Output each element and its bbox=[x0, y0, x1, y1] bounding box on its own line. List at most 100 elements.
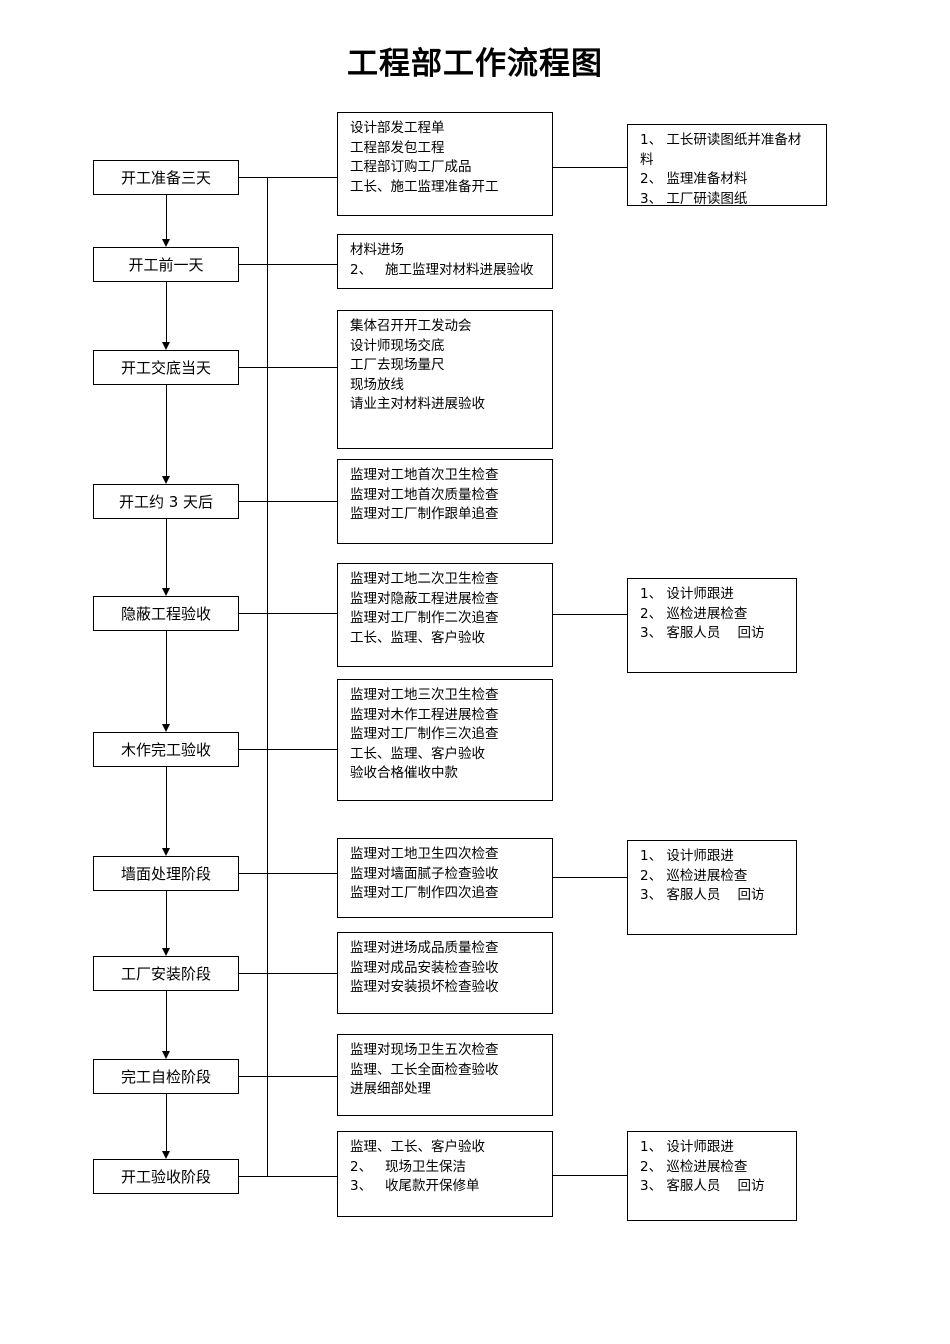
branch-line-9 bbox=[239, 1076, 337, 1077]
task-box-9[interactable]: 监理对现场卫生五次检查 监理、工长全面检查验收 进展细部处理 bbox=[337, 1034, 553, 1116]
trunk-connector-line bbox=[267, 177, 268, 1177]
task-box-8[interactable]: 监理对进场成品质量检查 监理对成品安装检查验收 监理对安装损坏检查验收 bbox=[337, 932, 553, 1014]
followup-line: 1、 设计师跟进 bbox=[640, 586, 734, 602]
task-line: 监理对工地首次卫生检查 bbox=[350, 467, 499, 483]
task-line: 工程部订购工厂成品 bbox=[350, 159, 472, 175]
stage-arrow-line-1-2 bbox=[166, 195, 167, 239]
stage-box-8[interactable]: 工厂安装阶段 bbox=[93, 956, 239, 991]
task-box-10[interactable]: 监理、工长、客户验收 2、 现场卫生保洁 3、 收尾款开保修单 bbox=[337, 1131, 553, 1217]
task-line: 设计部发工程单 bbox=[350, 120, 445, 136]
task-box-2[interactable]: 材料进场 2、 施工监理对材料进展验收 bbox=[337, 234, 553, 289]
followup-line: 3、 客服人员 回访 bbox=[640, 887, 765, 903]
followup-line-3 bbox=[553, 877, 627, 878]
task-line: 监理对墙面腻子检查验收 bbox=[350, 865, 499, 882]
task-box-7[interactable]: 监理对工地卫生四次检查 监理对墙面腻子检查验收 监理对工厂制作四次追查 bbox=[337, 838, 553, 918]
task-line: 现场放线 bbox=[350, 376, 404, 393]
stage-label: 开工验收阶段 bbox=[120, 1167, 211, 1186]
task-line: 验收合格催收中款 bbox=[350, 765, 458, 781]
stage-arrow-line-7-8 bbox=[166, 891, 167, 948]
branch-line-3 bbox=[239, 367, 337, 368]
task-line: 监理对工地卫生四次检查 bbox=[350, 846, 499, 862]
task-line: 工厂去现场量尺 bbox=[350, 357, 445, 373]
stage-box-3[interactable]: 开工交底当天 bbox=[93, 350, 239, 385]
task-line: 工长、监理、客户验收 bbox=[350, 745, 485, 762]
stage-arrow-head-3-4 bbox=[161, 476, 170, 484]
stage-box-7[interactable]: 墙面处理阶段 bbox=[93, 856, 239, 891]
stage-arrow-head-9-10 bbox=[161, 1151, 170, 1159]
task-box-1[interactable]: 设计部发工程单 工程部发包工程 工程部订购工厂成品 工长、施工监理准备开工 bbox=[337, 112, 553, 216]
followup-line: 1、 设计师跟进 bbox=[640, 848, 734, 864]
stage-arrow-line-3-4 bbox=[166, 385, 167, 476]
stage-box-9[interactable]: 完工自检阶段 bbox=[93, 1059, 239, 1094]
task-box-3[interactable]: 集体召开开工发动会 设计师现场交底 工厂去现场量尺 现场放线 请业主对材料进展验… bbox=[337, 310, 553, 449]
task-box-5[interactable]: 监理对工地二次卫生检查 监理对隐蔽工程进展检查 监理对工厂制作二次追查 工长、监… bbox=[337, 563, 553, 667]
page-title: 工程部工作流程图 bbox=[347, 46, 603, 82]
task-line: 监理对现场卫生五次检查 bbox=[350, 1042, 499, 1058]
stage-label: 完工自检阶段 bbox=[120, 1067, 211, 1086]
followup-line: 料 bbox=[640, 151, 654, 168]
stage-box-10[interactable]: 开工验收阶段 bbox=[93, 1159, 239, 1194]
task-line: 工长、监理、客户验收 bbox=[350, 629, 485, 646]
task-line: 集体召开开工发动会 bbox=[350, 318, 472, 334]
followup-line: 2、 巡检进展检查 bbox=[640, 867, 748, 884]
task-line: 工程部发包工程 bbox=[350, 139, 445, 156]
stage-label: 隐蔽工程验收 bbox=[120, 604, 211, 623]
task-line: 3、 收尾款开保修单 bbox=[350, 1178, 480, 1194]
followup-box-2[interactable]: 1、 设计师跟进 2、 巡检进展检查 3、 客服人员 回访 bbox=[627, 578, 797, 673]
task-line: 材料进场 bbox=[350, 242, 404, 258]
followup-box-1[interactable]: 1、 工长研读图纸并准备材 料 2、 监理准备材料 3、 工厂研读图纸 bbox=[627, 124, 827, 207]
followup-line: 3、 工厂研读图纸 bbox=[640, 190, 748, 207]
task-line: 2、 现场卫生保洁 bbox=[350, 1158, 466, 1175]
task-line: 监理对工地三次卫生检查 bbox=[350, 687, 499, 703]
followup-box-4[interactable]: 1、 设计师跟进 2、 巡检进展检查 3、 客服人员 回访 bbox=[627, 1131, 797, 1221]
task-line: 监理对进场成品质量检查 bbox=[350, 940, 499, 956]
task-line: 监理对工厂制作四次追查 bbox=[350, 885, 499, 901]
task-line: 监理、工长全面检查验收 bbox=[350, 1061, 499, 1078]
stage-arrow-head-1-2 bbox=[161, 239, 170, 247]
task-line: 监理对安装损坏检查验收 bbox=[350, 979, 499, 995]
followup-line-1 bbox=[553, 167, 627, 168]
stage-label: 木作完工验收 bbox=[120, 740, 211, 759]
branch-line-4 bbox=[239, 501, 337, 502]
stage-label: 墙面处理阶段 bbox=[120, 864, 211, 883]
task-line: 设计师现场交底 bbox=[350, 337, 445, 354]
followup-line: 1、 工长研读图纸并准备材 bbox=[640, 132, 802, 148]
stage-arrow-line-4-5 bbox=[166, 519, 167, 588]
task-box-6[interactable]: 监理对工地三次卫生检查 监理对木作工程进展检查 监理对工厂制作三次追查 工长、监… bbox=[337, 679, 553, 801]
stage-arrow-line-2-3 bbox=[166, 282, 167, 342]
task-line: 监理对隐蔽工程进展检查 bbox=[350, 590, 499, 607]
branch-line-2 bbox=[239, 264, 337, 265]
task-line: 进展细部处理 bbox=[350, 1081, 431, 1097]
task-line: 监理对成品安装检查验收 bbox=[350, 959, 499, 976]
stage-label: 开工前一天 bbox=[128, 255, 204, 274]
followup-line: 2、 巡检进展检查 bbox=[640, 605, 748, 622]
stage-box-4[interactable]: 开工约 3 天后 bbox=[93, 484, 239, 519]
stage-arrow-head-6-7 bbox=[161, 848, 170, 856]
task-box-4[interactable]: 监理对工地首次卫生检查 监理对工地首次质量检查 监理对工厂制作跟单追查 bbox=[337, 459, 553, 544]
stage-box-1[interactable]: 开工准备三天 bbox=[93, 160, 239, 195]
stage-box-6[interactable]: 木作完工验收 bbox=[93, 732, 239, 767]
branch-line-1 bbox=[239, 177, 337, 178]
branch-line-7 bbox=[239, 873, 337, 874]
stage-box-2[interactable]: 开工前一天 bbox=[93, 247, 239, 282]
task-line: 工长、施工监理准备开工 bbox=[350, 178, 499, 195]
stage-label: 开工交底当天 bbox=[120, 358, 211, 377]
task-line: 监理对工地首次质量检查 bbox=[350, 486, 499, 503]
branch-line-10 bbox=[239, 1176, 337, 1177]
branch-line-6 bbox=[239, 749, 337, 750]
followup-line-2 bbox=[553, 614, 627, 615]
followup-line: 3、 客服人员 回访 bbox=[640, 1178, 765, 1194]
stage-arrow-head-4-5 bbox=[161, 588, 170, 596]
stage-arrow-head-8-9 bbox=[161, 1051, 170, 1059]
stage-box-5[interactable]: 隐蔽工程验收 bbox=[93, 596, 239, 631]
stage-label: 工厂安装阶段 bbox=[120, 964, 211, 983]
stage-arrow-head-7-8 bbox=[161, 948, 170, 956]
followup-box-3[interactable]: 1、 设计师跟进 2、 巡检进展检查 3、 客服人员 回访 bbox=[627, 840, 797, 935]
stage-arrow-line-6-7 bbox=[166, 767, 167, 848]
stage-label: 开工准备三天 bbox=[120, 168, 211, 187]
stage-arrow-head-5-6 bbox=[161, 724, 170, 732]
branch-line-8 bbox=[239, 973, 337, 974]
followup-line: 2、 巡检进展检查 bbox=[640, 1158, 748, 1175]
task-line: 监理对工厂制作跟单追查 bbox=[350, 506, 499, 522]
branch-line-5 bbox=[239, 613, 337, 614]
